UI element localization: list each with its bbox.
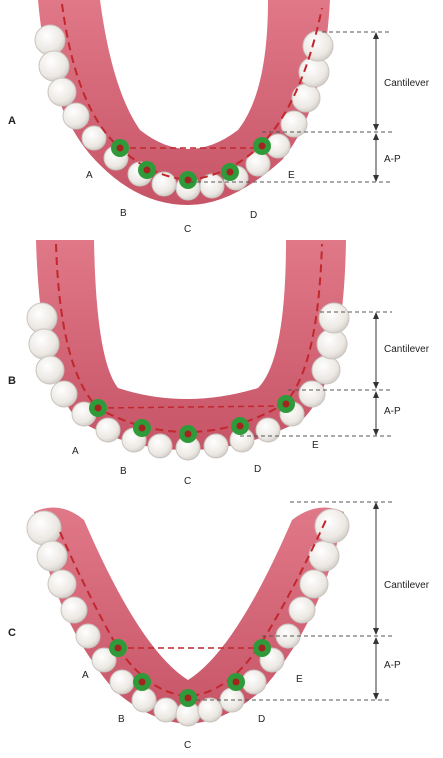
cantilever-label: Cantilever — [384, 344, 430, 355]
point-label: D — [258, 714, 265, 725]
implant-d — [221, 163, 239, 181]
ap-label: A-P — [384, 660, 401, 671]
implant-d — [227, 673, 245, 691]
implant-c — [179, 425, 197, 443]
panel-c: C — [8, 502, 430, 751]
point-label: C — [184, 740, 191, 751]
panel-letter: C — [8, 627, 16, 639]
cantilever-label: Cantilever — [384, 78, 430, 89]
point-label: B — [118, 714, 125, 725]
implant-b — [133, 419, 151, 437]
implant-e — [277, 395, 295, 413]
ap-label: A-P — [384, 154, 401, 165]
point-label: D — [254, 464, 261, 475]
point-label: A — [82, 670, 89, 681]
implant-c — [179, 171, 197, 189]
implant-e — [253, 639, 271, 657]
cantilever-label: Cantilever — [384, 580, 430, 591]
point-label: C — [184, 224, 191, 235]
point-label: E — [312, 440, 319, 451]
implant-c — [179, 689, 197, 707]
point-label: B — [120, 208, 127, 219]
implant-e — [253, 137, 271, 155]
implant-a — [111, 139, 129, 157]
panel-letter: B — [8, 375, 16, 387]
point-label: D — [250, 210, 257, 221]
point-label: C — [184, 476, 191, 487]
panel-a: A — [8, 0, 430, 235]
point-label: A — [86, 170, 93, 181]
point-label: B — [120, 466, 127, 477]
point-label: E — [296, 674, 303, 685]
panel-b: B — [8, 240, 430, 487]
implant-b — [138, 161, 156, 179]
implant-a — [109, 639, 127, 657]
implant-a — [89, 399, 107, 417]
panel-letter: A — [8, 115, 16, 127]
ap-label: A-P — [384, 406, 401, 417]
implant-d — [231, 417, 249, 435]
implant-b — [133, 673, 151, 691]
point-label: A — [72, 446, 79, 457]
point-label: E — [288, 170, 295, 181]
